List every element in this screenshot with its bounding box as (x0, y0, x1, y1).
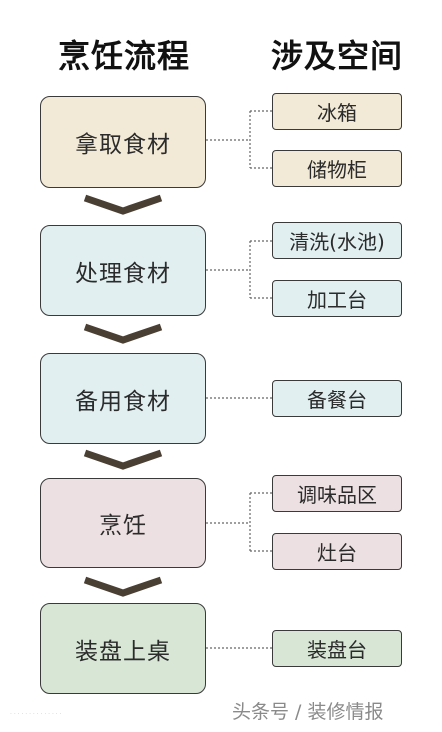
connector-step-1 (206, 110, 272, 169)
space-prep-counter: 备餐台 (272, 380, 402, 417)
step-process-ingredients: 处理食材 (40, 225, 206, 316)
spaces-header: 涉及空间 (270, 37, 403, 75)
space-seasoning-area: 调味品区 (272, 475, 402, 512)
step-prepare-ingredients: 备用食材 (40, 353, 206, 444)
space-storage-cabinet: 储物柜 (272, 150, 402, 187)
chevron-arrow-2 (83, 323, 163, 344)
connector-step-4 (206, 492, 272, 552)
chevron-arrow-3 (83, 449, 163, 470)
space-plating-counter: 装盘台 (272, 630, 402, 667)
connector-step-2 (206, 240, 272, 299)
chevron-arrow-1 (83, 194, 163, 215)
step-take-ingredients: 拿取食材 (40, 96, 206, 188)
step-plating: 装盘上桌 (40, 603, 206, 694)
step-cooking: 烹饪 (40, 478, 206, 568)
corner-mark: · · · · · · · · · · · · · · (10, 711, 62, 718)
space-fridge: 冰箱 (272, 93, 402, 130)
process-header: 烹饪流程 (57, 37, 190, 75)
space-stove: 灶台 (272, 533, 402, 570)
space-sink: 清洗(水池) (272, 222, 402, 259)
watermark: 头条号 / 装修情报 (232, 701, 384, 723)
chevron-arrow-4 (83, 576, 163, 597)
space-work-counter: 加工台 (272, 280, 402, 317)
